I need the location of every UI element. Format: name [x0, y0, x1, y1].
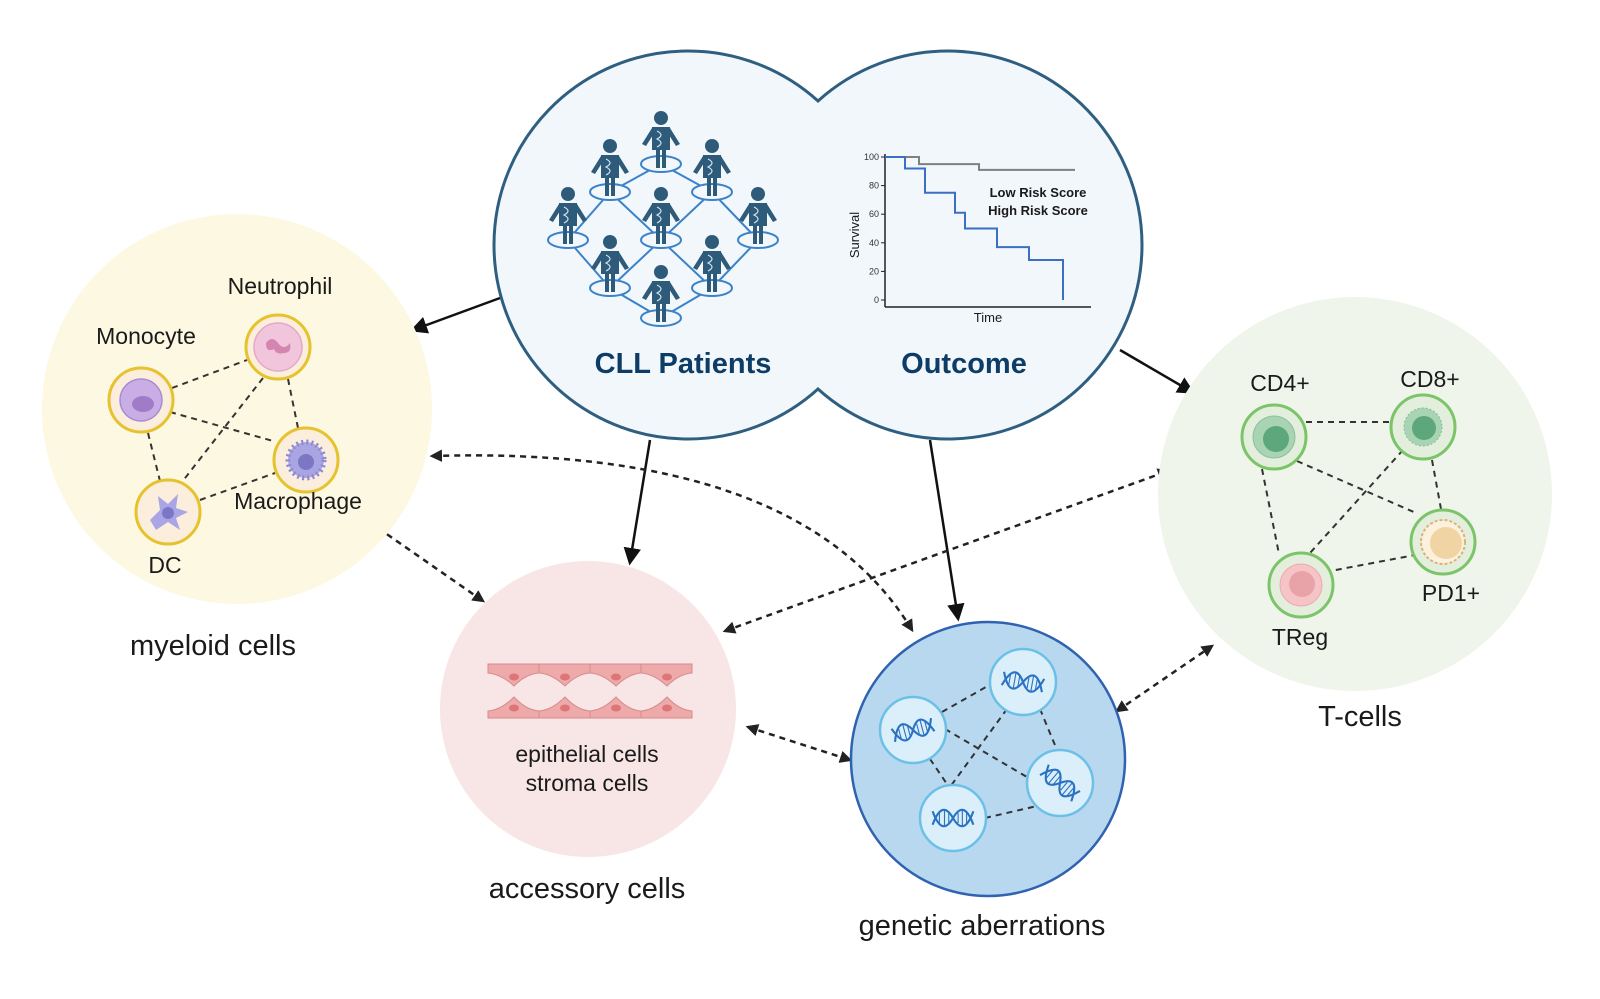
label-dc: DC [148, 552, 181, 578]
label-epithelial: epithelial cells [515, 741, 658, 767]
neutrophil-cell [244, 313, 312, 381]
patient-node [640, 155, 682, 173]
label-cd4: CD4+ [1250, 370, 1309, 396]
y-tick-label: 40 [869, 238, 879, 248]
cell-nucleus [662, 704, 672, 712]
arrow-accessory-tcells [722, 468, 1171, 634]
genetic-group: genetic aberrations [849, 620, 1127, 942]
x-axis-label: Time [974, 310, 1002, 325]
macrophage-cell [272, 426, 340, 494]
label-treg: TReg [1272, 624, 1328, 650]
arrows [375, 296, 1215, 763]
series-low-risk [885, 156, 1075, 171]
label-macrophage: Macrophage [234, 488, 362, 514]
series-high-risk [885, 156, 1064, 300]
patient-node [737, 231, 779, 249]
cell-nucleus [611, 673, 621, 681]
arrow-hub-to-genetic [928, 439, 965, 622]
label-neutrophil: Neutrophil [228, 273, 333, 299]
genetic-title: genetic aberrations [859, 910, 1106, 942]
patient-node [691, 279, 733, 297]
genetic-circle [849, 620, 1127, 898]
treg-cell [1267, 551, 1335, 619]
dna-node [988, 647, 1058, 717]
patient-node [547, 231, 589, 249]
cell-nucleus [509, 704, 519, 712]
cell-nucleus [509, 673, 519, 681]
pd1-cell [1409, 508, 1477, 576]
dc-cell [134, 478, 202, 546]
patient-node [589, 279, 631, 297]
patient-network [547, 110, 779, 327]
y-tick-label: 20 [869, 266, 879, 276]
accessory-group: epithelial cells stroma cells accessory … [440, 561, 736, 905]
label-cd8: CD8+ [1400, 366, 1459, 392]
accessory-title: accessory cells [489, 873, 686, 905]
patient-node [691, 183, 733, 201]
y-tick-label: 60 [869, 209, 879, 219]
tcells-title: T-cells [1318, 701, 1402, 733]
y-tick-label: 80 [869, 181, 879, 191]
label-cll-patients: CLL Patients [595, 348, 772, 380]
myeloid-links [147, 359, 299, 501]
myeloid-group: Monocyte Neutrophil Macrophage DC myeloi… [42, 214, 432, 662]
tcells-circle [1158, 297, 1552, 691]
arrow-myeloid-accessory [375, 526, 486, 603]
label-outcome: Outcome [901, 348, 1027, 380]
label-monocyte: Monocyte [96, 323, 196, 349]
cell-nucleus [560, 704, 570, 712]
arrow-genetic-tcells [1114, 644, 1215, 713]
cell-nucleus [560, 673, 570, 681]
tcells-group: CD4+ CD8+ PD1+ TReg T-cells [1158, 297, 1552, 733]
arrow-hub-to-tcells [1119, 348, 1196, 394]
monocyte-cell [107, 366, 175, 434]
label-pd1: PD1+ [1422, 580, 1480, 606]
legend-high-risk: High Risk Score [988, 203, 1088, 218]
genetic-links [929, 682, 1058, 819]
survival-chart: 0 20 40 60 80 100 Survival Time Low Risk Scor… [847, 152, 1091, 325]
hub-double-circle [492, 49, 1144, 441]
tcell-links [1261, 421, 1442, 573]
y-tick-label: 100 [864, 152, 879, 162]
accessory-circle [440, 561, 736, 857]
patient-node [640, 309, 682, 327]
cell-nucleus [662, 673, 672, 681]
epithelial-row-top [487, 663, 693, 687]
cd4-cell [1240, 403, 1308, 471]
cd8-cell [1389, 393, 1457, 461]
y-axis-label: Survival [847, 212, 862, 258]
label-stroma: stroma cells [526, 770, 649, 796]
patient-node [589, 183, 631, 201]
patient-node [640, 231, 682, 249]
cell-nucleus [611, 704, 621, 712]
legend-low-risk: Low Risk Score [990, 185, 1087, 200]
dna-node [878, 695, 948, 765]
arrow-hub-to-accessory [623, 439, 652, 566]
arrow-accessory-genetic [745, 724, 853, 763]
dna-node [1025, 748, 1095, 818]
arrow-hub-to-myeloid [409, 296, 501, 334]
myeloid-title: myeloid cells [130, 630, 296, 662]
y-tick-label: 0 [874, 295, 879, 305]
hub: CLL Patients Outcome 0 20 40 60 80 100 Surviv… [492, 49, 1144, 441]
epithelial-row-bottom [487, 696, 693, 719]
dna-node [918, 783, 988, 853]
y-ticks: 0 20 40 60 80 100 [864, 152, 885, 305]
